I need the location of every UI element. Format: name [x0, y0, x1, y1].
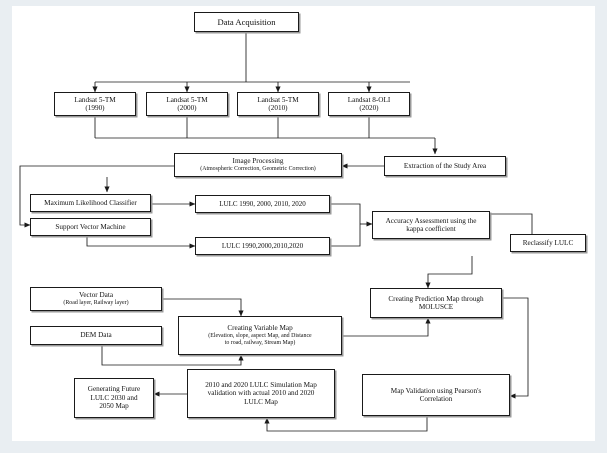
node-creating-prediction-map-line2: MOLUSCE [418, 303, 454, 311]
node-landsat-1990-line1: Landsat 5-TM [74, 95, 116, 104]
node-map-validation[interactable]: Map Validation using Pearson's Correlati… [362, 374, 510, 416]
node-generating-future-lulc-line1: Generating Future [87, 385, 141, 394]
node-accuracy-assessment[interactable]: Accuracy Assessment using the kappa coef… [372, 211, 490, 239]
node-image-processing[interactable]: Image Processing (Atmospheric Correction… [174, 153, 342, 177]
node-extraction-study-area-label: Extraction of the Study Area [403, 161, 487, 170]
wire-lulc-bottom-right [330, 224, 361, 247]
node-landsat-2020-line2: (2020) [359, 104, 379, 112]
node-dem-data-label: DEM Data [80, 331, 112, 340]
node-reclassify-lulc[interactable]: Reclassify LULC [510, 234, 586, 252]
wire-reclassify-to-prediction [425, 256, 473, 289]
node-landsat-2020[interactable]: Landsat 8-OLI (2020) [328, 92, 410, 116]
wire-svm-to-lulc-bottom [86, 237, 196, 249]
node-data-acquisition[interactable]: Data Acquisition [194, 12, 299, 32]
wire-variable-to-prediction [342, 317, 431, 337]
diagram-canvas: Data Acquisition Landsat 5-TM (1990) Lan… [12, 6, 595, 441]
node-creating-variable-map[interactable]: Creating Variable Map (Elevation, slope,… [178, 316, 342, 355]
node-landsat-2010-line2: (2010) [268, 104, 288, 112]
node-landsat-2010[interactable]: Landsat 5-TM (2010) [237, 92, 319, 116]
node-maximum-likelihood-classifier[interactable]: Maximum Likelihood Classifier [30, 194, 151, 212]
node-support-vector-machine[interactable]: Support Vector Machine [30, 218, 151, 236]
wire-vector-to-variable [162, 298, 244, 317]
node-simulation-validation-line3: LULC Map [244, 397, 278, 406]
node-landsat-2000-line2: (2000) [177, 104, 197, 112]
node-creating-prediction-map[interactable]: Creating Prediction Map through MOLUSCE [370, 288, 502, 318]
node-generating-future-lulc[interactable]: Generating Future LULC 2030 and 2050 Map [74, 378, 154, 418]
node-creating-prediction-map-line1: Creating Prediction Map through [388, 294, 484, 303]
node-landsat-1990[interactable]: Landsat 5-TM (1990) [54, 92, 136, 116]
node-creating-variable-map-line3: to road, railway, Stream Map) [224, 339, 296, 346]
node-vector-data-line1: Vector Data [78, 291, 114, 300]
node-accuracy-assessment-line1: Accuracy Assessment using the [385, 216, 477, 225]
node-dem-data[interactable]: DEM Data [30, 326, 162, 345]
node-simulation-validation[interactable]: 2010 and 2020 LULC Simulation Map valida… [187, 369, 335, 418]
node-generating-future-lulc-line2: LULC 2030 and [90, 393, 138, 402]
node-extraction-study-area[interactable]: Extraction of the Study Area [384, 156, 506, 176]
node-vector-data[interactable]: Vector Data (Road layer, Railway layer) [30, 287, 162, 311]
node-lulc-bottom-label: LULC 1990,2000,2010,2020 [221, 241, 304, 250]
node-generating-future-lulc-line3: 2050 Map [99, 402, 129, 411]
node-accuracy-assessment-line2: kappa coefficient [406, 225, 456, 233]
node-maximum-likelihood-classifier-label: Maximum Likelihood Classifier [44, 198, 137, 207]
node-vector-data-line2: (Road layer, Railway layer) [63, 299, 129, 306]
wire-validation-to-simulation [264, 416, 428, 432]
node-reclassify-lulc-label: Reclassify LULC [522, 238, 574, 247]
node-lulc-top[interactable]: LULC 1990, 2000, 2010, 2020 [195, 195, 330, 213]
node-simulation-validation-line1: 2010 and 2020 LULC Simulation Map [205, 380, 317, 389]
node-lulc-top-label: LULC 1990, 2000, 2010, 2020 [219, 199, 306, 208]
node-creating-variable-map-line2: (Elevation, slope, aspect Map, and Dista… [208, 332, 312, 339]
wire-lulc-top-right [330, 203, 361, 224]
node-landsat-2010-line1: Landsat 5-TM [257, 95, 299, 104]
node-image-processing-line1: Image Processing [232, 157, 284, 166]
node-landsat-2020-line1: Landsat 8-OLI [347, 95, 391, 104]
node-creating-variable-map-line1: Creating Variable Map [227, 324, 293, 333]
node-image-processing-line2: (Atmospheric Correction, Geometric Corre… [200, 165, 316, 172]
node-support-vector-machine-label: Support Vector Machine [55, 222, 126, 231]
node-simulation-validation-line2: validation with actual 2010 and 2020 [207, 389, 315, 398]
node-map-validation-line1: Map Validation using Pearson's [390, 386, 482, 395]
node-lulc-bottom[interactable]: LULC 1990,2000,2010,2020 [195, 237, 330, 255]
node-map-validation-line2: Correlation [419, 395, 453, 403]
node-landsat-1990-line2: (1990) [85, 104, 105, 112]
node-landsat-2000[interactable]: Landsat 5-TM (2000) [146, 92, 228, 116]
node-data-acquisition-label: Data Acquisition [217, 16, 276, 27]
node-landsat-2000-line1: Landsat 5-TM [166, 95, 208, 104]
